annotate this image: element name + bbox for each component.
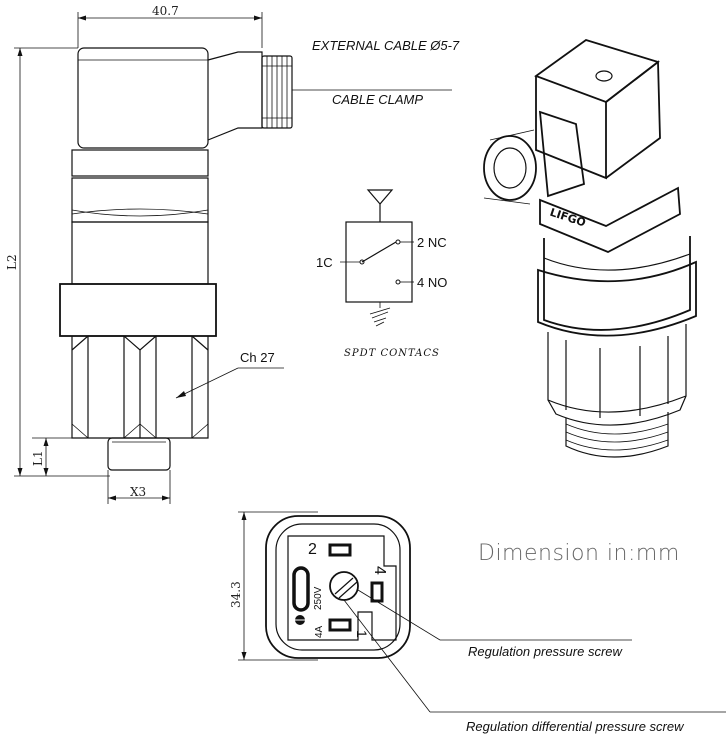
dim-width-top: 40.7 xyxy=(152,4,179,18)
pin-2: 2 xyxy=(308,541,317,558)
spdt-symbol: 1C 2 NC 4 NO SPDT CONTACS xyxy=(316,189,447,359)
dim-x3: X3 xyxy=(130,485,146,499)
label-4no: 4 NO xyxy=(417,275,447,290)
svg-text:LIFGO: LIFGO xyxy=(548,206,587,230)
dim-l1: L1 xyxy=(31,450,45,466)
pin-4: 4 xyxy=(371,566,388,575)
label-1c: 1C xyxy=(316,255,333,270)
label-hex: Ch 27 xyxy=(240,350,275,365)
label-current: 4A xyxy=(314,625,325,638)
label-contacts: SPDT CONTACS xyxy=(344,348,440,359)
label-voltage: 250V xyxy=(313,586,324,610)
label-units: Dimension in:mm xyxy=(478,541,680,566)
pin-1: 1 xyxy=(354,630,370,638)
label-cable-clamp: CABLE CLAMP xyxy=(332,92,423,107)
dim-connector: 34.3 xyxy=(229,581,243,608)
dim-l2: L2 xyxy=(5,254,19,270)
iso-view: LIFGO xyxy=(483,39,697,458)
label-2nc: 2 NC xyxy=(417,235,447,250)
label-reg-diff: Regulation differential pressure screw xyxy=(466,719,685,734)
label-reg-pressure: Regulation pressure screw xyxy=(468,644,624,659)
side-view: 40.7 xyxy=(5,4,460,504)
label-external-cable: EXTERNAL CABLE Ø5-7 xyxy=(312,38,460,53)
connector-face: 34.3 2 4 1 250V 4A Regulation pressure s… xyxy=(229,511,726,734)
